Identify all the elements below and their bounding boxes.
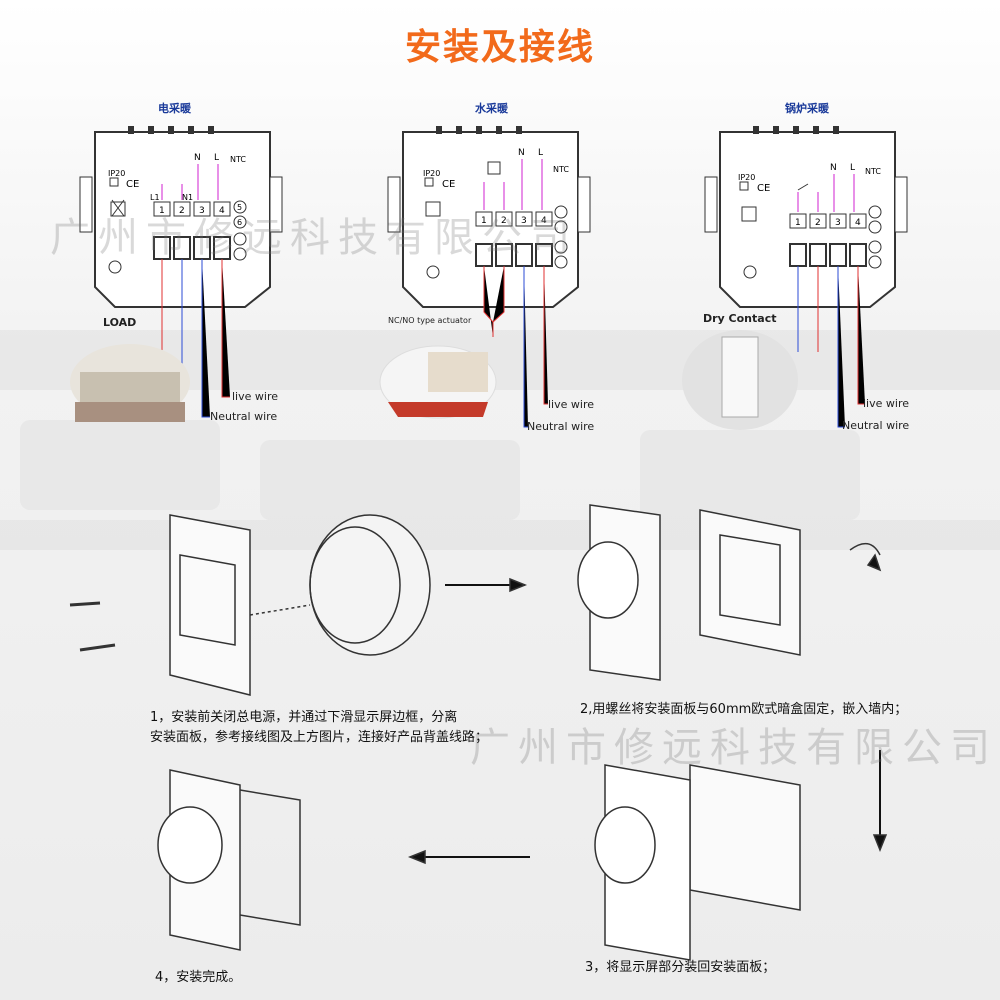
- svg-text:L: L: [538, 148, 543, 158]
- svg-text:CE: CE: [442, 179, 455, 190]
- installation-steps-illustration: [69, 504, 888, 961]
- svg-text:L1: L1: [150, 193, 160, 202]
- svg-text:3: 3: [835, 218, 841, 228]
- wiring-type-water: 水采暖: [475, 102, 508, 115]
- actuator-label: NC/NO type actuator: [388, 316, 472, 325]
- dry-contact-label: Dry Contact: [703, 312, 777, 325]
- svg-text:1: 1: [481, 216, 487, 226]
- svg-text:2: 2: [179, 206, 185, 216]
- svg-text:CE: CE: [126, 179, 139, 190]
- step-1-line-2: 安装面板，参考接线图及上方图片，连接好产品背盖线路；: [150, 730, 489, 745]
- load-label: LOAD: [103, 316, 137, 329]
- live-wire-label-1: live wire: [232, 390, 278, 403]
- step-3-caption: 3，将显示屏部分装回安装面板；: [585, 960, 776, 975]
- svg-text:4: 4: [541, 216, 547, 226]
- svg-text:5: 5: [237, 203, 242, 212]
- svg-text:6: 6: [237, 218, 242, 227]
- svg-text:3: 3: [199, 206, 205, 216]
- svg-text:NTC: NTC: [865, 167, 881, 176]
- wiring-type-boiler: 锅炉采暖: [785, 102, 829, 115]
- svg-text:NTC: NTC: [230, 155, 246, 164]
- svg-text:N: N: [518, 148, 525, 158]
- svg-text:N: N: [194, 153, 201, 163]
- svg-text:IP20: IP20: [423, 169, 440, 178]
- neutral-wire-label-3: Neutral wire: [842, 419, 910, 432]
- svg-text:IP20: IP20: [738, 173, 755, 182]
- step-1-line-1: 1，安装前关闭总电源，并通过下滑显示屏边框，分离: [150, 710, 458, 725]
- svg-text:1: 1: [795, 218, 801, 228]
- svg-text:N: N: [830, 163, 837, 173]
- wiring-type-electric: 电采暖: [158, 102, 191, 115]
- svg-text:4: 4: [219, 206, 225, 216]
- watermark-2: 广州市修远科技有限公司: [470, 725, 998, 771]
- svg-text:L: L: [214, 153, 219, 163]
- svg-text:NTC: NTC: [553, 165, 569, 174]
- svg-text:1: 1: [159, 206, 165, 216]
- live-wire-label-3: live wire: [863, 397, 909, 410]
- neutral-wire-label-2: Neutral wire: [527, 420, 595, 433]
- svg-text:L: L: [850, 163, 855, 173]
- step-2-caption: 2,用螺丝将安装面板与60mm欧式暗盒固定，嵌入墙内；: [580, 702, 908, 717]
- svg-text:CE: CE: [757, 183, 770, 194]
- live-wire-label-2: live wire: [548, 398, 594, 411]
- ip20-label: IP20: [108, 169, 125, 178]
- wiring-diagram-electric: IP20 CE 1 2 3 4 L1 N1 N L NTC 5 6: [70, 126, 283, 422]
- step-4-caption: 4，安装完成。: [155, 970, 242, 985]
- svg-text:4: 4: [855, 218, 861, 228]
- svg-text:3: 3: [521, 216, 527, 226]
- watermark-1: 广州市修远科技有限公司: [50, 215, 578, 261]
- svg-text:2: 2: [501, 216, 507, 226]
- svg-text:2: 2: [815, 218, 821, 228]
- svg-text:N1: N1: [182, 193, 193, 202]
- page-title: 安装及接线: [404, 27, 595, 68]
- neutral-wire-label-1: Neutral wire: [210, 410, 278, 423]
